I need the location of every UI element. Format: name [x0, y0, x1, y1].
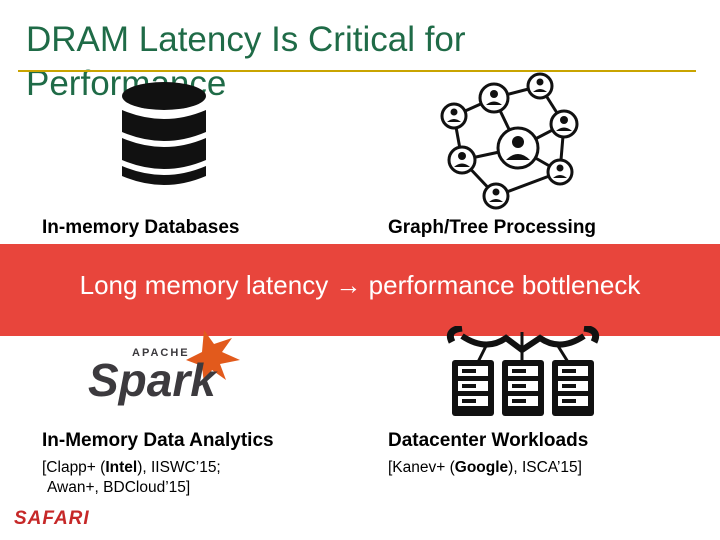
citation-text: ), IISWC’15;: [137, 459, 221, 476]
spark-logo-text: Spark: [88, 354, 218, 406]
citation-company: Intel: [105, 459, 138, 476]
graph-network-icon: [440, 72, 579, 210]
datacenter-cloud-icon: [446, 326, 600, 416]
latency-banner: [0, 244, 720, 336]
spark-logo-small-text: APACHE: [132, 347, 190, 359]
safari-logo: SAFARI: [14, 508, 90, 529]
citation-line-2: Awan+, BDCloud’15]: [47, 479, 191, 496]
citation-company: Google: [454, 459, 509, 476]
title-divider: [18, 70, 696, 72]
apache-spark-logo: APACHE Spark: [88, 330, 240, 406]
label-graph-tree-processing: Graph/Tree Processing: [388, 217, 597, 238]
database-icon: [122, 82, 206, 185]
citation-datacenter: [Kanev+ (Google), ISCA’15]: [388, 458, 582, 478]
label-in-memory-databases: In-memory Databases: [42, 217, 240, 238]
label-in-memory-data-analytics: In-Memory Data Analytics: [42, 430, 274, 451]
citation-text: ), ISCA’15]: [508, 459, 582, 476]
citation-line-1: [Clapp+ (Intel), IISWC’15;: [42, 458, 221, 478]
banner-text: Long memory latency → performance bottle…: [79, 270, 641, 300]
label-datacenter-workloads: Datacenter Workloads: [388, 430, 589, 451]
citation-data-analytics: [Clapp+ (Intel), IISWC’15; Awan+, BDClou…: [42, 458, 221, 498]
citation-text: [Clapp+ (: [42, 459, 106, 476]
citation-text: [Kanev+ (: [388, 459, 455, 476]
